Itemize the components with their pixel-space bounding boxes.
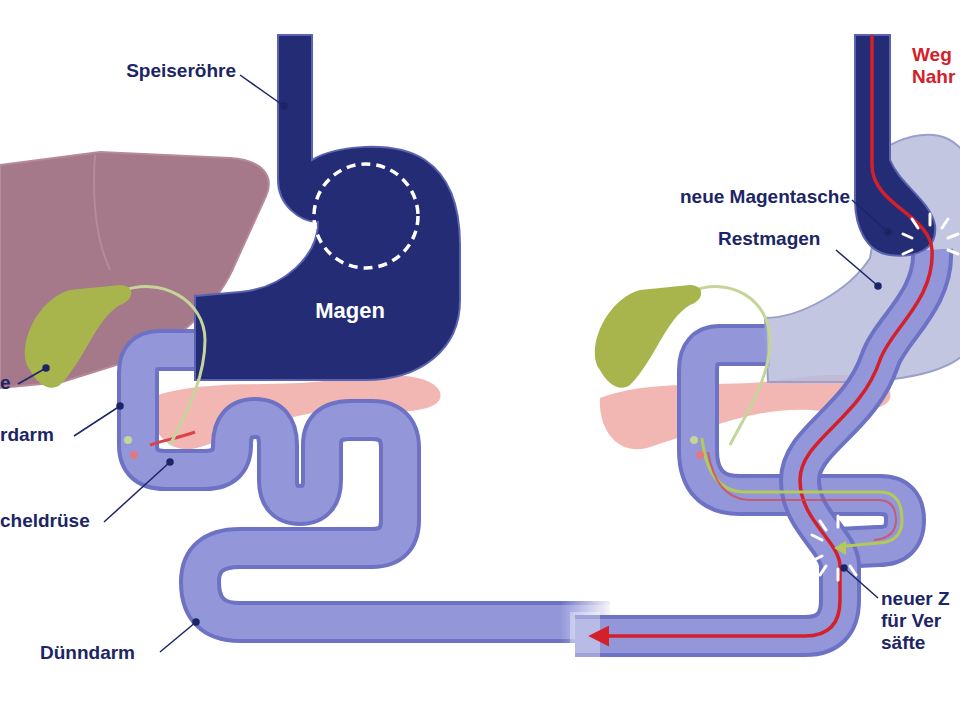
liver-fold: [94, 155, 110, 270]
juice-arrow: [834, 541, 846, 555]
part-label: neuer Z für Ver säfte: [881, 588, 959, 654]
part-label: Dünndarm: [40, 642, 170, 664]
juice-path: [708, 452, 896, 540]
pouch-outline: [314, 164, 418, 268]
small-intestine: [138, 350, 610, 622]
part-label: Restmagen: [718, 228, 848, 250]
papilla: [124, 436, 132, 444]
papilla: [130, 451, 138, 459]
part-label: Speiseröhre: [40, 60, 236, 82]
papilla: [690, 436, 698, 444]
anastomosis-mark: [903, 214, 958, 254]
bile-duct: [120, 287, 205, 445]
leader-line: [18, 75, 891, 652]
gallbladder: [25, 285, 131, 388]
juice-path: [702, 438, 902, 546]
part-label: cheldrüse: [0, 510, 104, 532]
part-label: rdarm: [0, 424, 80, 446]
bile-duct: [690, 287, 770, 445]
gallbladder: [595, 285, 701, 388]
anastomosis-mark: [812, 516, 856, 580]
fade: [570, 612, 600, 662]
papilla: [696, 451, 704, 459]
stomach: [195, 35, 460, 380]
small-intestine-inner: [138, 350, 610, 622]
part-label: Magen: [290, 298, 410, 323]
part-label: Weg Nahr: [912, 44, 960, 88]
roux-limb: [575, 250, 932, 636]
roux-limb-inner: [575, 250, 932, 636]
part-label: e: [0, 372, 20, 394]
part-label: neue Magentasche: [560, 186, 850, 208]
